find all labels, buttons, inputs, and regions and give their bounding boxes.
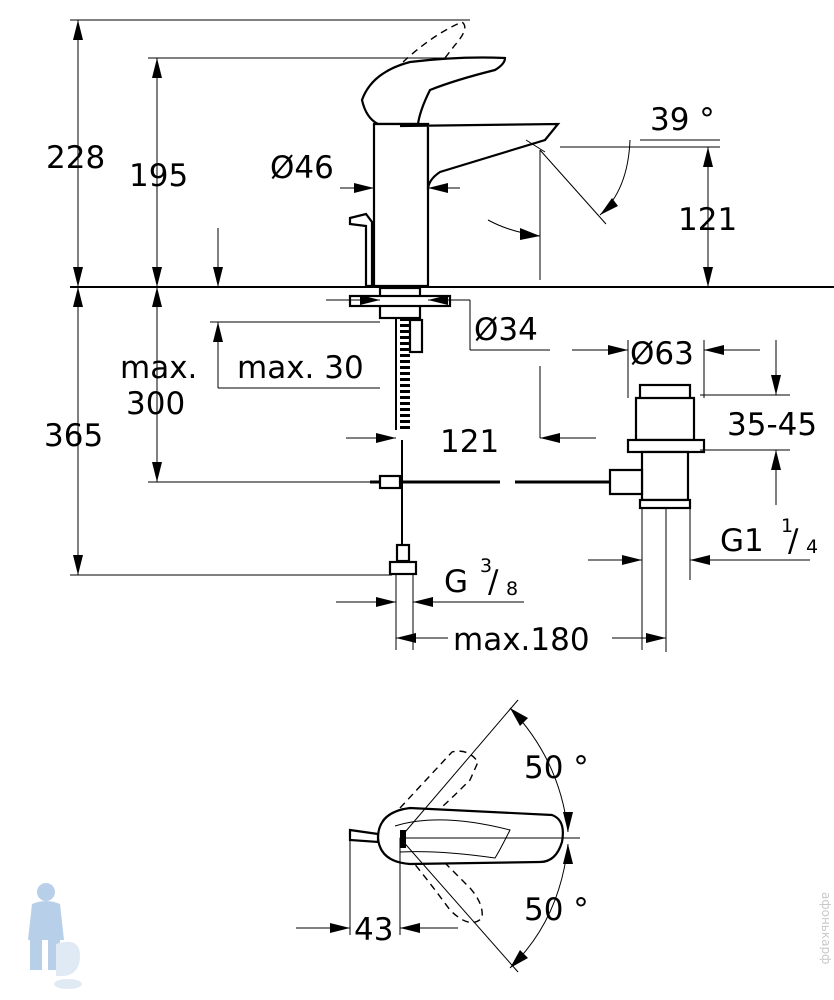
- lever-rotated-right: [406, 855, 483, 924]
- dim-spout-height: 121: [678, 202, 737, 238]
- dim-thread-waste-den: 4: [806, 536, 818, 558]
- dim-lever-angle: 39 °: [650, 102, 715, 138]
- dimension-lines: [70, 19, 810, 652]
- dim-rotation-top: 50 °: [524, 750, 589, 786]
- aerator-line: [525, 139, 546, 153]
- waste-lever-port: [608, 468, 644, 496]
- dim-228: 228: [46, 140, 105, 176]
- dim-thread-supply: G: [444, 564, 468, 600]
- dim-thread-waste-slash: /: [788, 523, 799, 559]
- lever: [360, 56, 507, 126]
- dim-spout-reach: 121: [440, 424, 499, 460]
- dim-thread-supply-slash: /: [488, 564, 499, 600]
- dim-300: 300: [126, 386, 185, 422]
- watermark: афонькарф: [819, 892, 833, 964]
- waste-flange: [626, 438, 706, 454]
- lever-top: [376, 806, 564, 866]
- mounting-stud: [408, 318, 424, 354]
- dim-thread-supply-num: 3: [480, 555, 492, 577]
- supply-nut: [388, 560, 418, 576]
- dim-diameter-46: Ø46: [270, 150, 334, 186]
- popup-rod-top: [348, 828, 380, 844]
- faucet-top-view: [296, 699, 580, 973]
- spout: [399, 122, 561, 191]
- dim-max-180: max.180: [453, 622, 590, 658]
- dim-lever-offset: 43: [354, 912, 393, 948]
- dim-diameter-63: Ø63: [630, 336, 694, 372]
- waste-assembly: [608, 383, 706, 650]
- dim-thread-waste: G1: [720, 523, 764, 559]
- dim-thread-waste-num: 1: [781, 515, 793, 537]
- mounting-plate: [348, 294, 452, 308]
- dim-thread-supply-den: 8: [506, 578, 518, 600]
- dim-365: 365: [44, 418, 103, 454]
- dim-35-45: 35-45: [727, 407, 817, 443]
- plumber-mascot-logo: [28, 883, 82, 989]
- dim-max-30: max. 30: [237, 350, 364, 386]
- popup-clip: [378, 474, 402, 490]
- lever-top-inner: [394, 819, 511, 859]
- waste-nut: [638, 498, 692, 510]
- dim-max-label: max.: [120, 350, 197, 386]
- waste-body: [640, 450, 690, 502]
- supply-connector: [395, 543, 411, 563]
- faucet-front-view: [70, 21, 834, 650]
- dim-195: 195: [129, 158, 188, 194]
- faucet-body: [372, 122, 430, 288]
- popup-rod: [348, 212, 374, 288]
- waste-body-top: [634, 396, 696, 442]
- lever-center-mark: [400, 830, 406, 848]
- dim-diameter-34: Ø34: [474, 312, 538, 348]
- dim-rotation-bottom: 50 °: [524, 892, 589, 928]
